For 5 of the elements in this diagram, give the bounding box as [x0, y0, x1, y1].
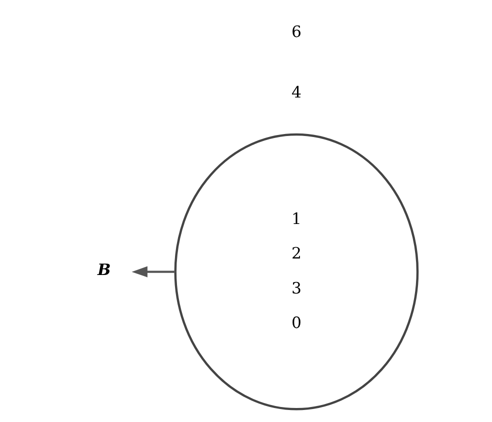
arrow	[132, 266, 176, 278]
label: 4	[291, 82, 302, 102]
label: 6	[291, 22, 302, 42]
node-text: B	[97, 260, 111, 279]
node-ellipse: 1 2 3 0	[174, 133, 419, 410]
